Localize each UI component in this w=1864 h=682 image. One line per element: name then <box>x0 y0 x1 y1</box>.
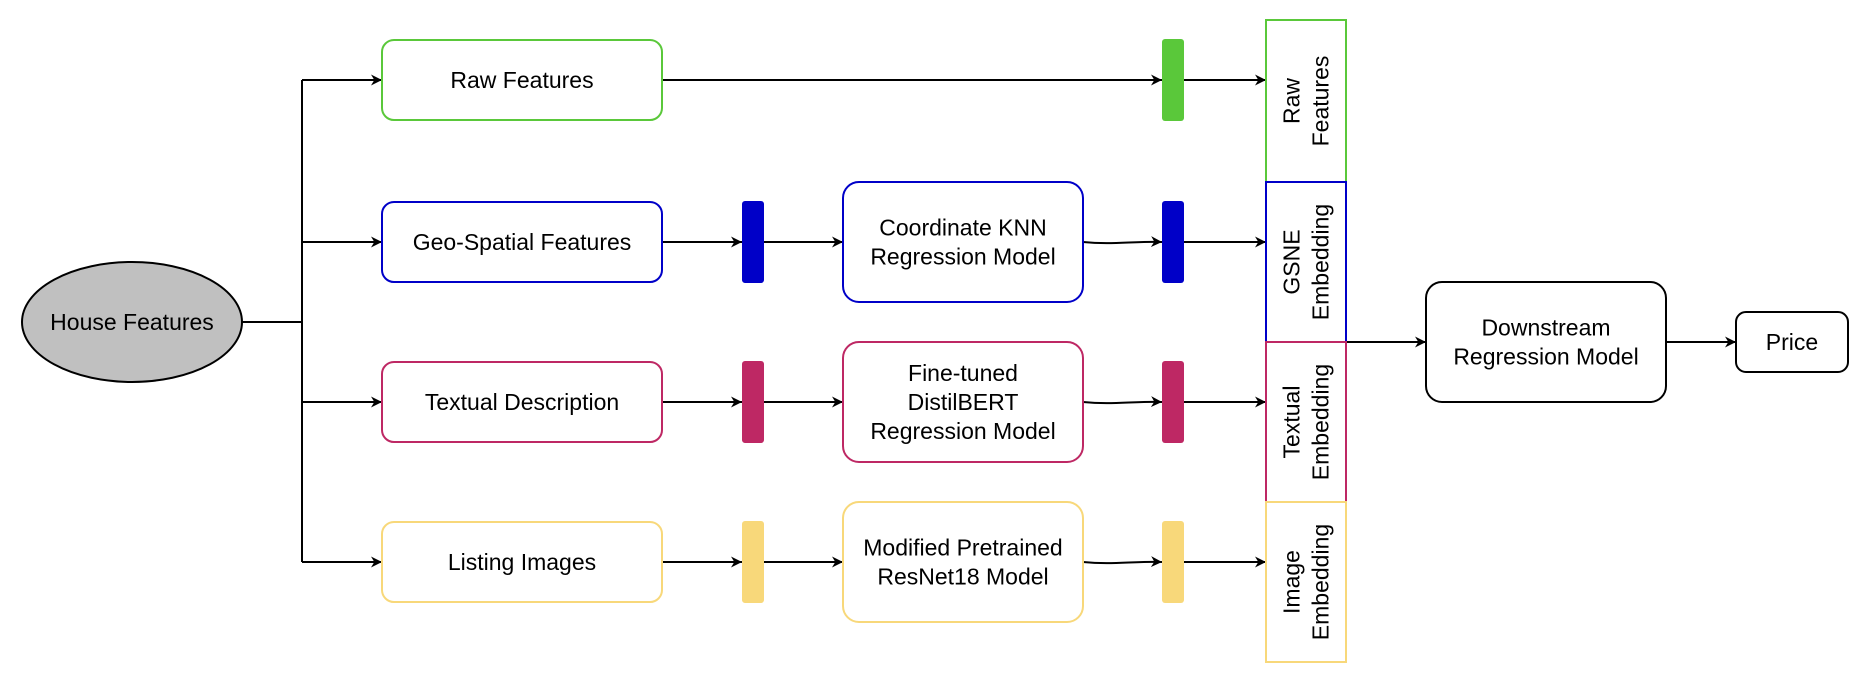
model-box-3 <box>842 501 1084 623</box>
model-label-1-line: Regression Model <box>870 244 1055 270</box>
output-segment-0 <box>1265 19 1347 183</box>
model-label-1-line: Coordinate KNN <box>879 215 1046 241</box>
output-label-3-line: Image <box>1279 550 1305 614</box>
arrow-to-chip-out-2 <box>1082 396 1163 408</box>
arrow-to-chip-out-1 <box>1082 236 1163 248</box>
price-label-line: Price <box>1766 329 1818 355</box>
output-label-1-line: Embedding <box>1308 204 1334 320</box>
output-label-0-line: Features <box>1308 56 1334 147</box>
embedding-chip-in-2 <box>742 361 764 443</box>
input-label-2: Textual Description <box>425 389 619 415</box>
house-features-node <box>21 261 243 383</box>
price-box <box>1735 311 1849 373</box>
input-label-1: Geo-Spatial Features <box>413 229 632 255</box>
model-label-3-line: Modified Pretrained <box>863 535 1062 561</box>
downstream-label-line: Regression Model <box>1453 344 1638 370</box>
output-label-0-line: Raw <box>1279 78 1305 124</box>
input-label-3: Listing Images <box>448 549 596 575</box>
output-label-1-line: GSNE <box>1279 229 1305 294</box>
output-label-3-line: Embedding <box>1308 524 1334 640</box>
embedding-chip-out-0 <box>1162 39 1184 121</box>
arrow-to-chip-out-3 <box>1082 556 1163 568</box>
output-label-2-line: Embedding <box>1308 364 1334 480</box>
model-label-2-line: Regression Model <box>870 418 1055 444</box>
model-label-1: Coordinate KNN Regression Model <box>870 215 1055 270</box>
downstream-label-line: Downstream <box>1481 315 1610 341</box>
embedding-chip-out-3 <box>1162 521 1184 603</box>
output-segment-3 <box>1265 501 1347 663</box>
input-label-3-line: Listing Images <box>448 549 596 575</box>
output-label-2-line: Textual <box>1279 386 1305 459</box>
embedding-chip-out-2 <box>1162 361 1184 443</box>
model-label-2-line: Fine-tuned <box>908 360 1018 386</box>
input-box-1 <box>381 201 663 283</box>
input-box-0 <box>381 39 663 121</box>
house-features-label-line: House Features <box>50 309 214 335</box>
model-box-1 <box>842 181 1084 303</box>
input-label-1-line: Geo-Spatial Features <box>413 229 632 255</box>
model-box-2 <box>842 341 1084 463</box>
embedding-chip-in-1 <box>742 201 764 283</box>
downstream-model-box <box>1425 281 1667 403</box>
price-label: Price <box>1766 329 1818 355</box>
embedding-chip-in-3 <box>742 521 764 603</box>
embedding-chip-out-1 <box>1162 201 1184 283</box>
output-segment-1 <box>1265 181 1347 343</box>
input-label-2-line: Textual Description <box>425 389 619 415</box>
input-label-0-line: Raw Features <box>450 67 593 93</box>
house-features-label: House Features <box>50 309 214 335</box>
input-box-3 <box>381 521 663 603</box>
connector-layer <box>242 74 1736 568</box>
input-box-2 <box>381 361 663 443</box>
input-label-0: Raw Features <box>450 67 593 93</box>
model-label-2-line: DistilBERT <box>908 389 1019 415</box>
model-label-3-line: ResNet18 Model <box>877 564 1048 590</box>
